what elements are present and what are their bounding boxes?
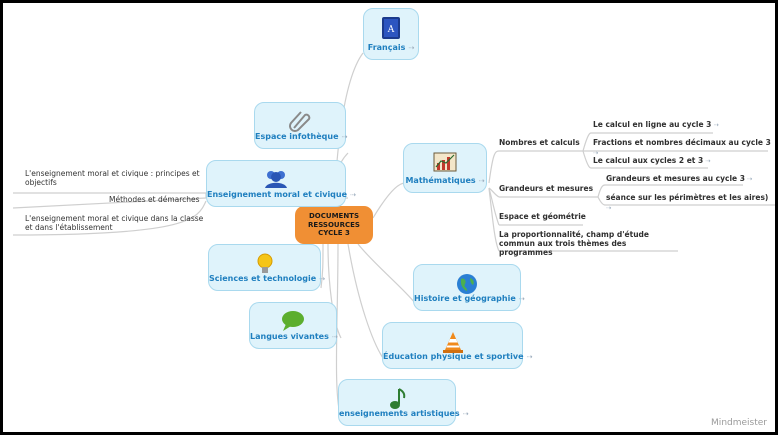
lightbulb-icon bbox=[256, 252, 274, 280]
topic-espace-label: Espace infothèque bbox=[255, 132, 345, 141]
topic-emc-label: Enseignement moral et civique bbox=[207, 190, 347, 199]
maths-fractions[interactable]: Fractions et nombres décimaux au cycle 3 bbox=[593, 138, 775, 158]
topic-arts[interactable]: enseignements artistiques bbox=[338, 379, 460, 426]
topic-eps-label: Éducation physique et sportive bbox=[383, 352, 524, 361]
maths-grandeurs-cycle3[interactable]: Grandeurs et mesures au cycle 3 bbox=[606, 174, 752, 184]
emc-item-principes[interactable]: L'enseignement moral et civique : princi… bbox=[25, 169, 200, 187]
emc-item-classe[interactable]: L'enseignement moral et civique dans la … bbox=[25, 214, 204, 232]
topic-francais-label: Français bbox=[364, 43, 418, 52]
topic-histoire-geographie[interactable]: Histoire et géographie bbox=[413, 264, 521, 311]
mindmap-canvas[interactable]: DOCUMENTS RESSOURCES CYCLE 3 A Français … bbox=[3, 3, 775, 432]
maths-calcul-cycles[interactable]: Le calcul aux cycles 2 et 3 bbox=[593, 156, 711, 166]
maths-proportionnalite[interactable]: La proportionnalité, champ d'étude commu… bbox=[499, 230, 649, 257]
maths-seance-perimetres[interactable]: séance sur les périmètres et les aires) bbox=[606, 193, 775, 213]
central-line-3: CYCLE 3 bbox=[318, 229, 350, 237]
book-icon: A bbox=[380, 16, 402, 44]
topic-sciences[interactable]: Sciences et technologie bbox=[208, 244, 321, 291]
topic-francais[interactable]: A Français bbox=[363, 8, 419, 60]
speech-bubble-icon bbox=[280, 310, 306, 336]
people-icon bbox=[263, 168, 289, 194]
topic-langues[interactable]: Langues vivantes bbox=[249, 302, 337, 349]
mindmeister-watermark: Mindmeister bbox=[711, 418, 767, 428]
maths-calcul-ligne[interactable]: Le calcul en ligne au cycle 3 bbox=[593, 120, 719, 130]
maths-espace-geometrie[interactable]: Espace et géométrie bbox=[499, 212, 586, 221]
paperclip-icon bbox=[288, 110, 312, 136]
topic-espace-infotheque[interactable]: Espace infothèque bbox=[254, 102, 346, 149]
topic-sciences-label: Sciences et technologie bbox=[209, 274, 320, 283]
central-line-1: DOCUMENTS bbox=[308, 212, 359, 220]
svg-text:A: A bbox=[387, 25, 395, 35]
topic-histoire-label: Histoire et géographie bbox=[414, 294, 520, 303]
central-line-2: RESSOURCES bbox=[308, 220, 360, 229]
maths-grandeurs-mesures[interactable]: Grandeurs et mesures bbox=[499, 184, 594, 193]
chart-icon bbox=[432, 151, 458, 177]
emc-item-methodes[interactable]: Méthodes et démarches bbox=[109, 195, 200, 204]
topic-mathematiques[interactable]: Mathématiques bbox=[403, 143, 487, 193]
topic-langues-label: Langues vivantes bbox=[250, 332, 336, 341]
topic-maths-label: Mathématiques bbox=[404, 176, 486, 185]
maths-nombres-calculs[interactable]: Nombres et calculs bbox=[499, 138, 580, 147]
topic-emc[interactable]: Enseignement moral et civique bbox=[206, 160, 347, 207]
globe-icon bbox=[455, 272, 479, 300]
topic-arts-label: enseignements artistiques bbox=[339, 409, 460, 418]
topic-eps[interactable]: Éducation physique et sportive bbox=[382, 322, 524, 369]
central-node[interactable]: DOCUMENTS RESSOURCES CYCLE 3 bbox=[295, 206, 373, 244]
music-note-icon bbox=[387, 387, 407, 415]
